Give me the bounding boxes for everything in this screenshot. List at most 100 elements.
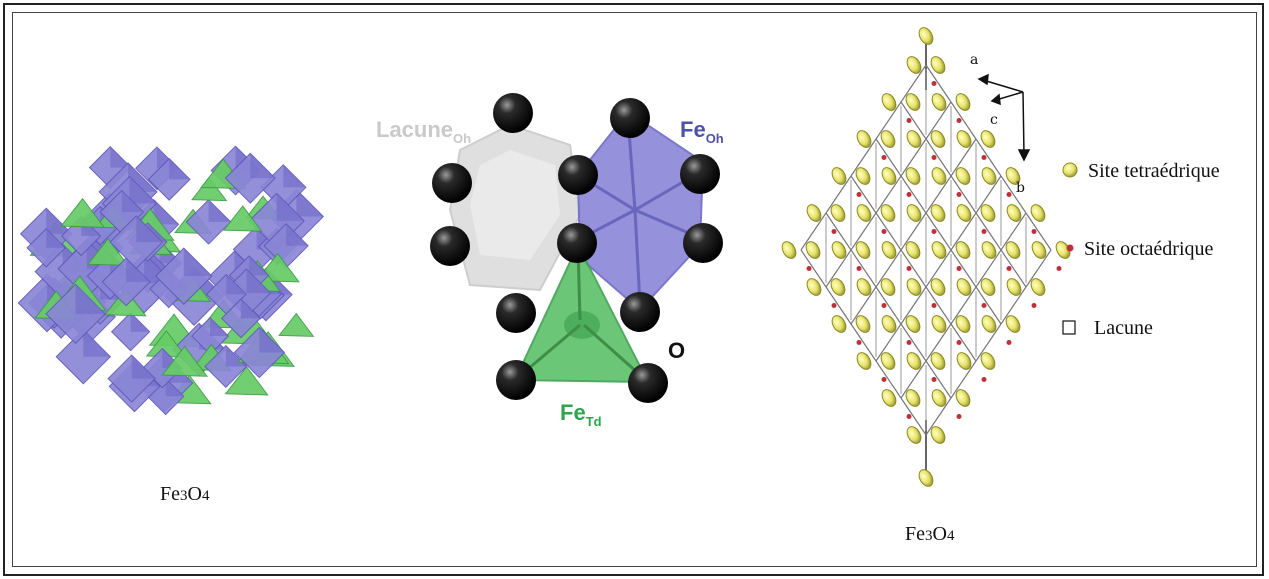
tetrahedral-site bbox=[931, 93, 947, 111]
oxygen-atom bbox=[496, 293, 536, 333]
lattice-bond bbox=[925, 323, 952, 362]
lattice-bond bbox=[850, 249, 877, 288]
tetrahedral-site bbox=[855, 315, 871, 333]
axis-a-label: a bbox=[970, 52, 978, 68]
octahedron-facet bbox=[121, 190, 144, 213]
panel3-crystal-lattice bbox=[781, 27, 1071, 487]
tetrahedral-site bbox=[955, 315, 971, 333]
octahedron-facet bbox=[286, 223, 309, 246]
oxygen-atom bbox=[680, 154, 720, 194]
panel1-caption: Fe3O4 bbox=[160, 483, 210, 505]
tetrahedral-site bbox=[918, 27, 934, 45]
tetrahedral-site bbox=[905, 315, 921, 333]
legend: Site tetraédrique Site octaédrique Lacun… bbox=[1062, 160, 1220, 339]
label-fe-td: FeTd bbox=[560, 400, 602, 429]
tetrahedral-site bbox=[930, 130, 946, 148]
octahedron-facet bbox=[75, 284, 106, 314]
tetrahedron-shape bbox=[191, 176, 228, 202]
octahedral-site bbox=[931, 377, 937, 382]
tetrahedral-site bbox=[905, 167, 921, 185]
oxygen-atom bbox=[557, 223, 597, 263]
lattice-bond bbox=[925, 286, 952, 325]
lattice-bond bbox=[1000, 286, 1027, 325]
tetrahedral-site bbox=[856, 204, 872, 222]
octahedral-site bbox=[956, 414, 962, 419]
octahedron-facet bbox=[208, 199, 231, 222]
lattice-bond bbox=[975, 286, 1002, 325]
octahedron-facet bbox=[110, 146, 132, 168]
oxygen-atom bbox=[432, 163, 472, 203]
lattice-bond bbox=[850, 212, 877, 251]
oxygen-atom bbox=[493, 93, 533, 133]
tetrahedral-site bbox=[980, 278, 996, 296]
octahedral-site bbox=[981, 377, 987, 382]
lattice-bond bbox=[800, 212, 827, 251]
lattice-bond bbox=[925, 249, 952, 288]
octahedral-site bbox=[806, 266, 812, 271]
lattice-bond bbox=[925, 175, 952, 214]
octahedron-facet bbox=[183, 248, 212, 277]
octahedral-site bbox=[906, 266, 912, 271]
lattice-bond bbox=[900, 286, 927, 325]
octahedral-site bbox=[1031, 229, 1037, 234]
octahedral-site bbox=[881, 303, 887, 308]
octahedron-facet bbox=[259, 327, 285, 353]
tetrahedral-site bbox=[931, 389, 947, 407]
octahedral-site bbox=[931, 303, 937, 308]
lattice-bond bbox=[900, 101, 927, 140]
lattice-bond bbox=[1000, 249, 1027, 288]
octahedral-site bbox=[906, 414, 912, 419]
octahedron-facet bbox=[283, 164, 306, 188]
octahedral-site bbox=[981, 303, 987, 308]
tetrahedral-site bbox=[930, 426, 946, 444]
tetrahedral-site bbox=[906, 352, 922, 370]
lattice-bond bbox=[875, 286, 902, 325]
tetrahedral-site bbox=[981, 315, 997, 333]
octahedron-facet bbox=[83, 329, 111, 357]
lattice-bond bbox=[925, 64, 952, 103]
lattice-bond bbox=[925, 212, 952, 251]
lattice-bond bbox=[950, 212, 977, 251]
tetrahedral-site bbox=[981, 167, 997, 185]
figure-inner-frame bbox=[12, 12, 1257, 567]
octahedron-facet bbox=[250, 153, 276, 179]
lattice-bond bbox=[1025, 249, 1052, 288]
octahedron-facet bbox=[165, 378, 184, 397]
tetrahedral-site bbox=[931, 241, 947, 259]
legend-tetra-label: Site tetraédrique bbox=[1088, 160, 1220, 182]
tetrahedral-site bbox=[881, 389, 897, 407]
octahedral-site bbox=[856, 192, 862, 197]
tetrahedral-site bbox=[880, 352, 896, 370]
lattice-bond bbox=[900, 323, 927, 362]
lattice-bond bbox=[925, 101, 952, 140]
octahedron-facet bbox=[46, 228, 66, 248]
lattice-bond bbox=[950, 286, 977, 325]
octahedral-site bbox=[931, 81, 937, 86]
tetrahedral-site bbox=[930, 204, 946, 222]
tetrahedral-site bbox=[905, 93, 921, 111]
octahedral-site bbox=[831, 229, 837, 234]
tetrahedral-site bbox=[856, 278, 872, 296]
lattice-bond bbox=[975, 249, 1002, 288]
octahedral-site bbox=[956, 192, 962, 197]
oxygen-atoms bbox=[430, 93, 723, 403]
panel2-coordination-diagram: LacuneOh FeOh FeTd O bbox=[376, 93, 724, 429]
panel3-caption: Fe3O4 bbox=[905, 523, 955, 545]
octahedral-site bbox=[906, 340, 912, 345]
tetrahedral-site bbox=[931, 315, 947, 333]
crystal-axes bbox=[977, 73, 1031, 162]
lattice-bond bbox=[975, 138, 1002, 177]
octahedral-site bbox=[956, 118, 962, 123]
lattice-bond bbox=[875, 249, 902, 288]
figure-outer-frame bbox=[3, 3, 1264, 576]
tetrahedral-site bbox=[930, 56, 946, 74]
octahedron-facet bbox=[129, 176, 157, 204]
oxygen-atom bbox=[558, 155, 598, 195]
tetrahedral-site bbox=[1005, 167, 1021, 185]
lattice-bond bbox=[900, 212, 927, 251]
lattice-bond bbox=[1000, 212, 1027, 251]
tetrahedral-site bbox=[1005, 241, 1021, 259]
oxygen-atom bbox=[628, 363, 668, 403]
tetrahedral-site bbox=[905, 241, 921, 259]
lattice-bond bbox=[900, 138, 927, 177]
